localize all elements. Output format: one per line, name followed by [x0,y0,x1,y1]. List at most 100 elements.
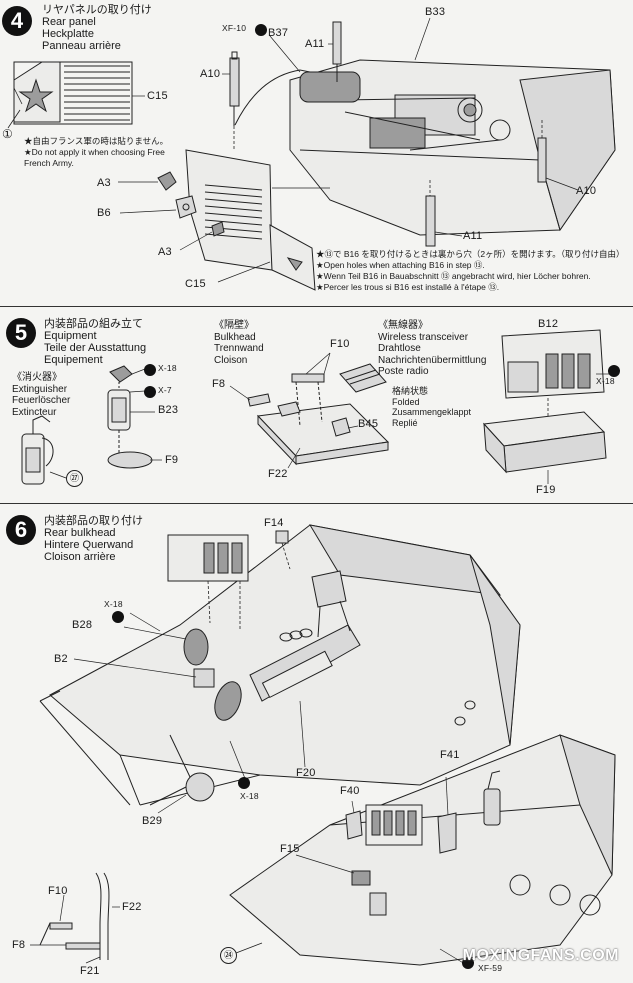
shock-absorber-a10-right [537,120,579,191]
bulkhead-heading-de: Trennwand [214,343,264,354]
label-circle-1: ① [2,127,13,141]
shock-absorber-a10-left [222,51,240,150]
note-free-french-en-1: ★Do not apply it when choosing Free [24,147,165,157]
label-f14: F14 [264,517,284,529]
bulkhead-heading-fr: Cloison [214,354,248,366]
label-f22-inset: F22 [122,901,142,913]
folded-en: Folded [392,396,420,407]
folded-de: Zusammengeklappt [392,407,472,417]
bulkhead-assembly [229,352,390,469]
step-5-title-de: Teile der Ausstattung [44,342,147,354]
lower-hull [229,734,616,968]
label-a3-top: A3 [97,177,111,189]
radio-assembly [482,329,610,484]
step-5-title-en: Equipment [44,330,97,342]
extinguisher-exploded [107,365,162,469]
label-c15-bottom: C15 [185,278,206,290]
radio-heading-jp: 《無線器》 [378,320,428,331]
radio-heading-de2: Nachrichtenübermittlung [378,354,487,366]
note-free-french-jp: ★自由フランス軍の時は貼りません。 [24,136,169,146]
label-x18-upper: X-18 [104,599,123,609]
label-b23: B23 [158,404,179,416]
label-f10-inset: F10 [48,885,68,897]
extinguisher-heading-fr: Extincteur [12,406,57,418]
label-f9: F9 [165,454,179,466]
step-4-title-en: Rear panel [42,16,96,28]
extinguisher-assembled [21,415,67,485]
label-x18-lower: X-18 [240,791,259,801]
radio-heading-fr: Poste radio [378,366,429,377]
label-b37: B37 [268,27,289,39]
step-4-title: リヤパネルの取り付け Rear panel Heckplatte Panneau… [42,4,152,52]
rear-panel [185,149,316,291]
label-a10-right: A10 [576,185,597,197]
folded-jp: 格納状態 [392,386,429,396]
note-b16-holes: ★⑬で B16 を取り付けるときは裏から穴（2ヶ所）を開けます。（取り付け自由）… [316,249,624,293]
note-free-french: ★自由フランス軍の時は貼りません。 ★Do not apply it when … [24,136,168,169]
label-f40: F40 [340,785,360,797]
step-6-section: 6 内装部品の取り付け Rear bulkhead Hintere Querwa… [0,505,633,983]
note-b16-jp: ★⑬で B16 を取り付けるときは裏から穴（2ヶ所）を開けます。（取り付け自由） [316,249,625,259]
step-5-number: 5 [6,318,36,348]
bulkhead-heading-en: Bulkhead [214,331,256,343]
label-f15: F15 [280,843,300,855]
divider-step5-step6 [0,503,633,504]
circle-24: ㉔ [220,947,237,964]
bulkhead-heading-jp: 《隔壁》 [214,320,254,331]
upper-hull [39,524,521,814]
label-f10: F10 [330,338,350,350]
label-f20: F20 [296,767,316,779]
label-c15-top: C15 [147,90,168,102]
paint-marker-x18-lower [238,777,250,789]
site-watermark: MOXINGFANS.COM [462,947,619,964]
paint-marker-x18-upper [112,611,124,623]
step-4-title-de: Heckplatte [42,28,94,40]
paint-marker-xf10 [255,24,267,36]
step-4-section: 4 リヤパネルの取り付け Rear panel Heckplatte Panne… [0,0,633,304]
step-5-title-jp: 内装部品の組み立て [44,318,143,330]
step-6-title-fr: Cloison arrière [44,551,116,563]
label-xf59: XF-59 [478,963,503,973]
label-b29: B29 [142,815,163,827]
note-free-french-en-2: French Army. [24,158,74,168]
shock-absorber-a11-bottom [425,180,463,247]
paint-marker-x18-b [608,365,620,377]
note-b16-fr: ★Percer les trous si B16 est installé à … [316,282,500,292]
label-f8: F8 [212,378,226,390]
label-f21-inset: F21 [80,965,100,977]
folded-note: 格納状態 Folded Zusammengeklappt Replié [392,386,471,428]
label-b33: B33 [425,6,446,18]
label-f8-inset: F8 [12,939,26,951]
label-x18-radio: X-18 [596,376,615,386]
part-a3-top-shape [118,171,177,191]
radio-heading-de: Drahtlose [378,343,421,354]
label-a10-left: A10 [200,68,221,80]
step-4-number: 4 [2,6,32,36]
step-5-illustration [21,329,610,485]
paint-marker-x18-a [144,364,156,376]
extinguisher-heading-de: Feuerlöscher [12,395,71,406]
extinguisher-heading: 《消火器》 Extinguisher Feuerlöscher Extincte… [12,372,70,418]
label-b2: B2 [54,653,68,665]
divider-step4-step5 [0,306,633,307]
step-6-title-jp: 内装部品の取り付け [44,515,143,527]
note-b16-en: ★Open holes when attaching B16 in step ⑬… [316,260,485,270]
label-a11-top: A11 [305,38,325,50]
step-6-title-de: Hintere Querwand [44,539,134,551]
bulkhead-heading: 《隔壁》 Bulkhead Trennwand Cloison [214,320,264,366]
step-5-section: 5 内装部品の組み立て Equipment Teile der Ausstatt… [0,308,633,502]
part-a3-bottom-shape [179,221,225,251]
label-a3-bottom: A3 [158,246,172,258]
label-f22: F22 [268,468,288,480]
hull-body [234,17,616,236]
label-xf10: XF-10 [222,23,247,33]
label-f41: F41 [440,749,460,761]
folded-fr: Replié [392,417,418,428]
step-6-title-en: Rear bulkhead [44,527,116,539]
step-4-title-jp: リヤパネルの取り付け [42,4,152,16]
part-b6-shape [119,195,197,219]
step-4-title-fr: Panneau arrière [42,40,121,52]
step-6-title: 内装部品の取り付け Rear bulkhead Hintere Querwand… [44,515,143,563]
step-5-title: 内装部品の組み立て Equipment Teile der Ausstattun… [44,318,146,366]
step-6-number: 6 [6,515,36,545]
